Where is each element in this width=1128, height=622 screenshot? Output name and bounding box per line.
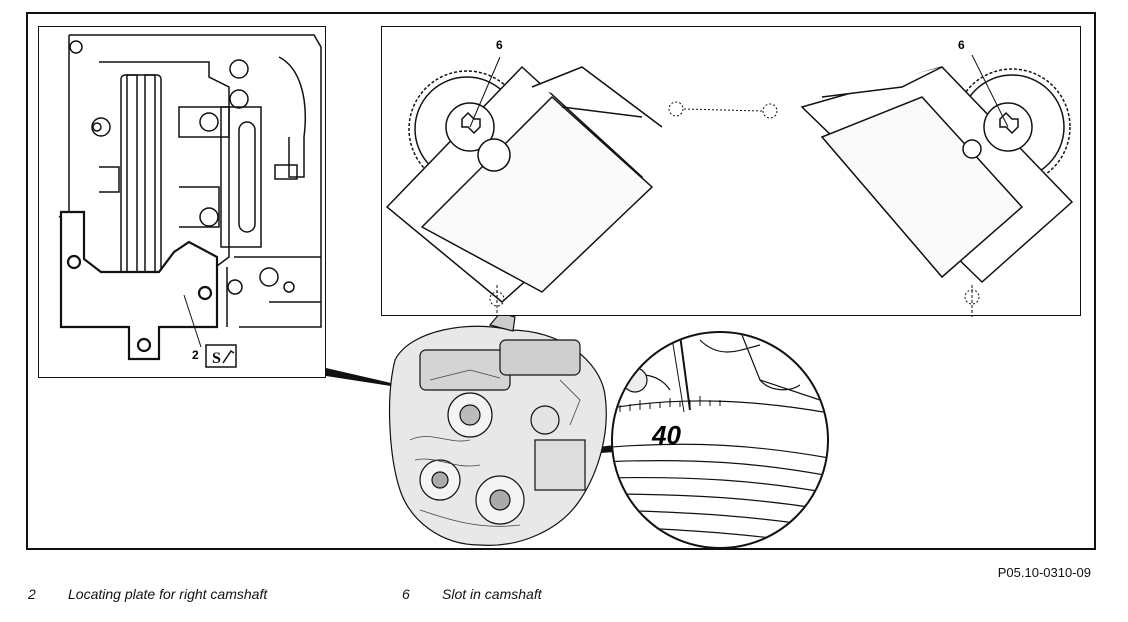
callout-6-left: 6 [496,38,503,52]
degree-mark-label: 40 [651,420,681,450]
locating-plate-inset: 2 S [38,26,326,378]
figure-frame [26,12,1096,550]
callout-2: 2 [192,348,199,362]
camshaft-drawing: 6 6 [385,38,1074,317]
svg-text:S: S [212,350,221,367]
figure-code: P05.10-0310-09 [997,565,1091,580]
camshaft-slot-inset: 6 6 [381,26,1081,317]
legend-number: 2 [28,586,36,602]
legend-text: Slot in camshaft [442,586,542,602]
locating-plate-drawing: 2 S [58,34,322,368]
legend-number: 6 [402,586,410,602]
legend-text: Locating plate for right camshaft [68,586,268,602]
special-tool-icon: S [205,344,237,368]
callout-6-right: 6 [958,38,965,52]
